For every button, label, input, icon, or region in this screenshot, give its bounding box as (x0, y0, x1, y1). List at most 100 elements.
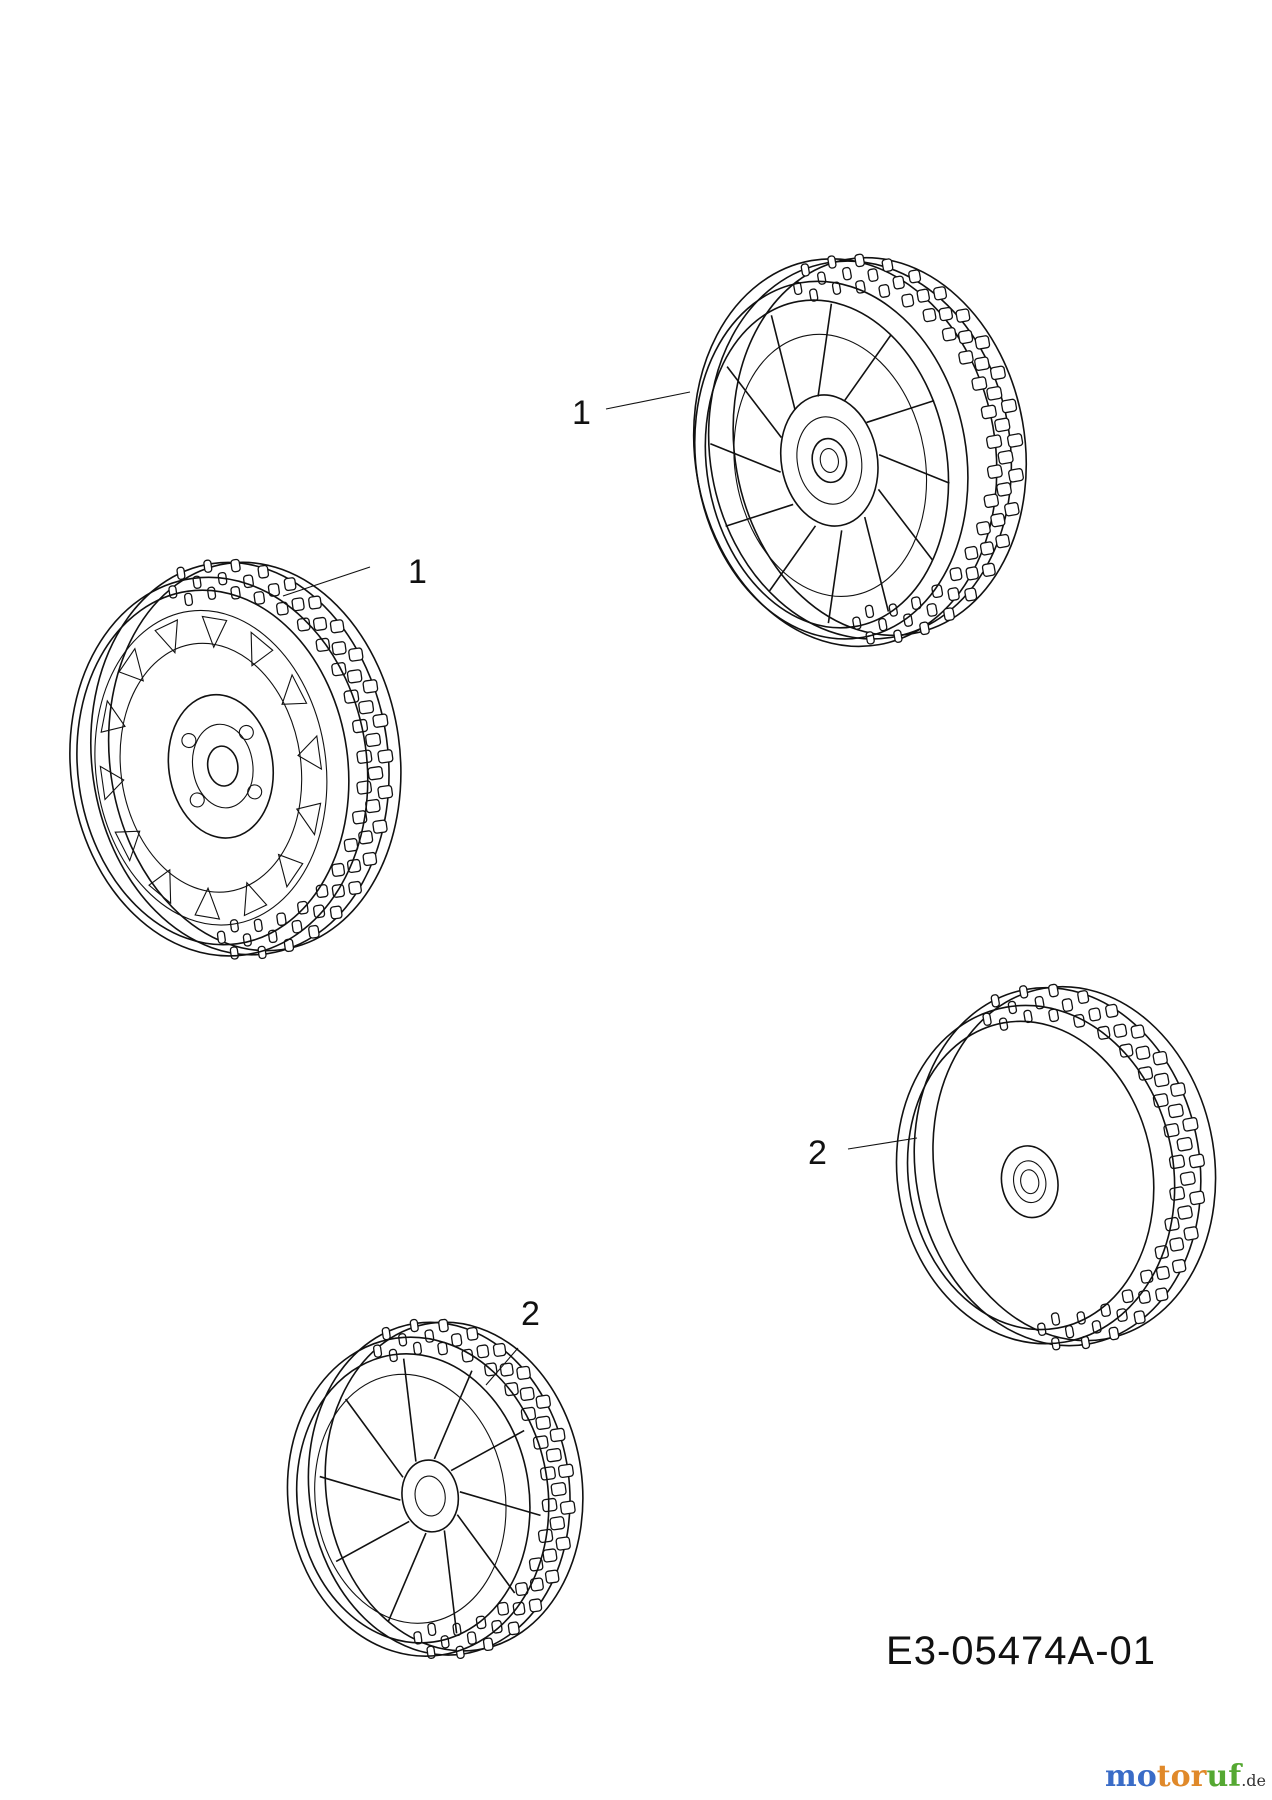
tread-block (358, 700, 375, 715)
tread-block (427, 1622, 437, 1637)
tread-block (409, 1318, 419, 1333)
tread-block (348, 880, 362, 895)
spoke (459, 1491, 541, 1517)
tread-block (1182, 1117, 1199, 1132)
tread-block (542, 1548, 558, 1563)
spoke (726, 366, 782, 438)
tread-block (1135, 1045, 1151, 1060)
tread-block (499, 1362, 514, 1377)
tread-block (941, 327, 957, 342)
tread-block (1105, 1003, 1119, 1018)
tread-block (356, 780, 373, 795)
tread-block (362, 851, 378, 867)
spoke (770, 315, 796, 410)
spoke (878, 454, 950, 484)
tread-block (381, 1326, 391, 1341)
tread-block (1137, 1066, 1154, 1081)
tread-block (528, 1598, 543, 1613)
tread-block (455, 1645, 465, 1660)
rim-tooth (99, 765, 125, 801)
tread-block (878, 284, 891, 298)
tread-block (544, 1569, 560, 1584)
tread-block (1152, 1050, 1168, 1066)
watermark-logo: motoruf.de (1105, 1759, 1266, 1794)
spoke (433, 1370, 473, 1460)
tread-pattern (168, 558, 394, 960)
tread-block (356, 749, 373, 764)
tread-block (529, 1577, 544, 1592)
rim-teeth (99, 615, 323, 920)
tread-block (291, 919, 303, 934)
tread-block (1048, 983, 1059, 998)
tread-block (492, 1342, 507, 1357)
tread-block (865, 631, 875, 645)
tread-block (358, 830, 374, 845)
tread-block (559, 1500, 576, 1515)
tread-pattern (793, 253, 1024, 645)
tread-block (352, 718, 369, 734)
tread-block (982, 1012, 992, 1026)
tread-block (555, 1536, 571, 1551)
tread-block (878, 617, 888, 632)
tread-block (512, 1601, 526, 1616)
tread-block (916, 288, 930, 303)
rim-tooth (250, 631, 274, 667)
tread-block (343, 838, 359, 853)
tread-block (424, 1329, 435, 1343)
spoke (443, 1530, 458, 1634)
spoke (866, 399, 935, 424)
tread-block (827, 255, 837, 269)
tread-block (1088, 1007, 1102, 1022)
wheel-spokes (319, 1358, 541, 1634)
tread-block (1004, 501, 1020, 517)
tread-block (949, 567, 963, 582)
tread-pattern (982, 983, 1206, 1351)
rim-tooth (243, 881, 268, 917)
tread-block (1169, 1237, 1185, 1252)
tread-block (466, 1631, 477, 1645)
tread-block (377, 749, 394, 764)
tread-block (216, 930, 226, 945)
spoke (827, 530, 843, 624)
tread-block (329, 905, 343, 920)
tread-block (514, 1582, 529, 1597)
tread-block (537, 1528, 554, 1544)
tread-block (974, 335, 991, 350)
tread-block (976, 521, 991, 536)
tread-block (1130, 1024, 1146, 1039)
tread-block (1164, 1216, 1180, 1232)
spoke (863, 516, 890, 612)
tread-block (1064, 1324, 1075, 1339)
tread-block (476, 1344, 490, 1359)
tread-block (535, 1415, 551, 1430)
tread-block (329, 619, 345, 634)
tread-block (545, 1447, 562, 1463)
tread-block (507, 1621, 520, 1636)
tread-block (275, 601, 289, 616)
wheel-drive-left (69, 558, 402, 960)
tread-block (990, 512, 1006, 528)
tread-block (440, 1635, 450, 1649)
tread-block (957, 329, 974, 345)
tread-block (908, 269, 922, 284)
tread-block (1138, 1289, 1151, 1304)
tread-block (979, 541, 995, 556)
tread-block (348, 647, 364, 662)
tread-block (1177, 1205, 1193, 1220)
tread-block (881, 258, 894, 273)
tread-block (346, 669, 363, 684)
tread-block (549, 1516, 566, 1531)
tread-block (496, 1601, 510, 1616)
tread-block (1153, 1072, 1170, 1088)
tread-block (192, 575, 202, 589)
rim-tooth (118, 647, 145, 682)
tread-block (867, 268, 879, 282)
spoke (877, 488, 934, 561)
callout-1-top: 1 (572, 394, 591, 432)
drawing-code: E3-05474A-01 (886, 1629, 1156, 1673)
tread-block (539, 1466, 556, 1481)
spoke (387, 1532, 427, 1622)
tread-block (283, 577, 297, 592)
tread-block (1189, 1190, 1206, 1206)
